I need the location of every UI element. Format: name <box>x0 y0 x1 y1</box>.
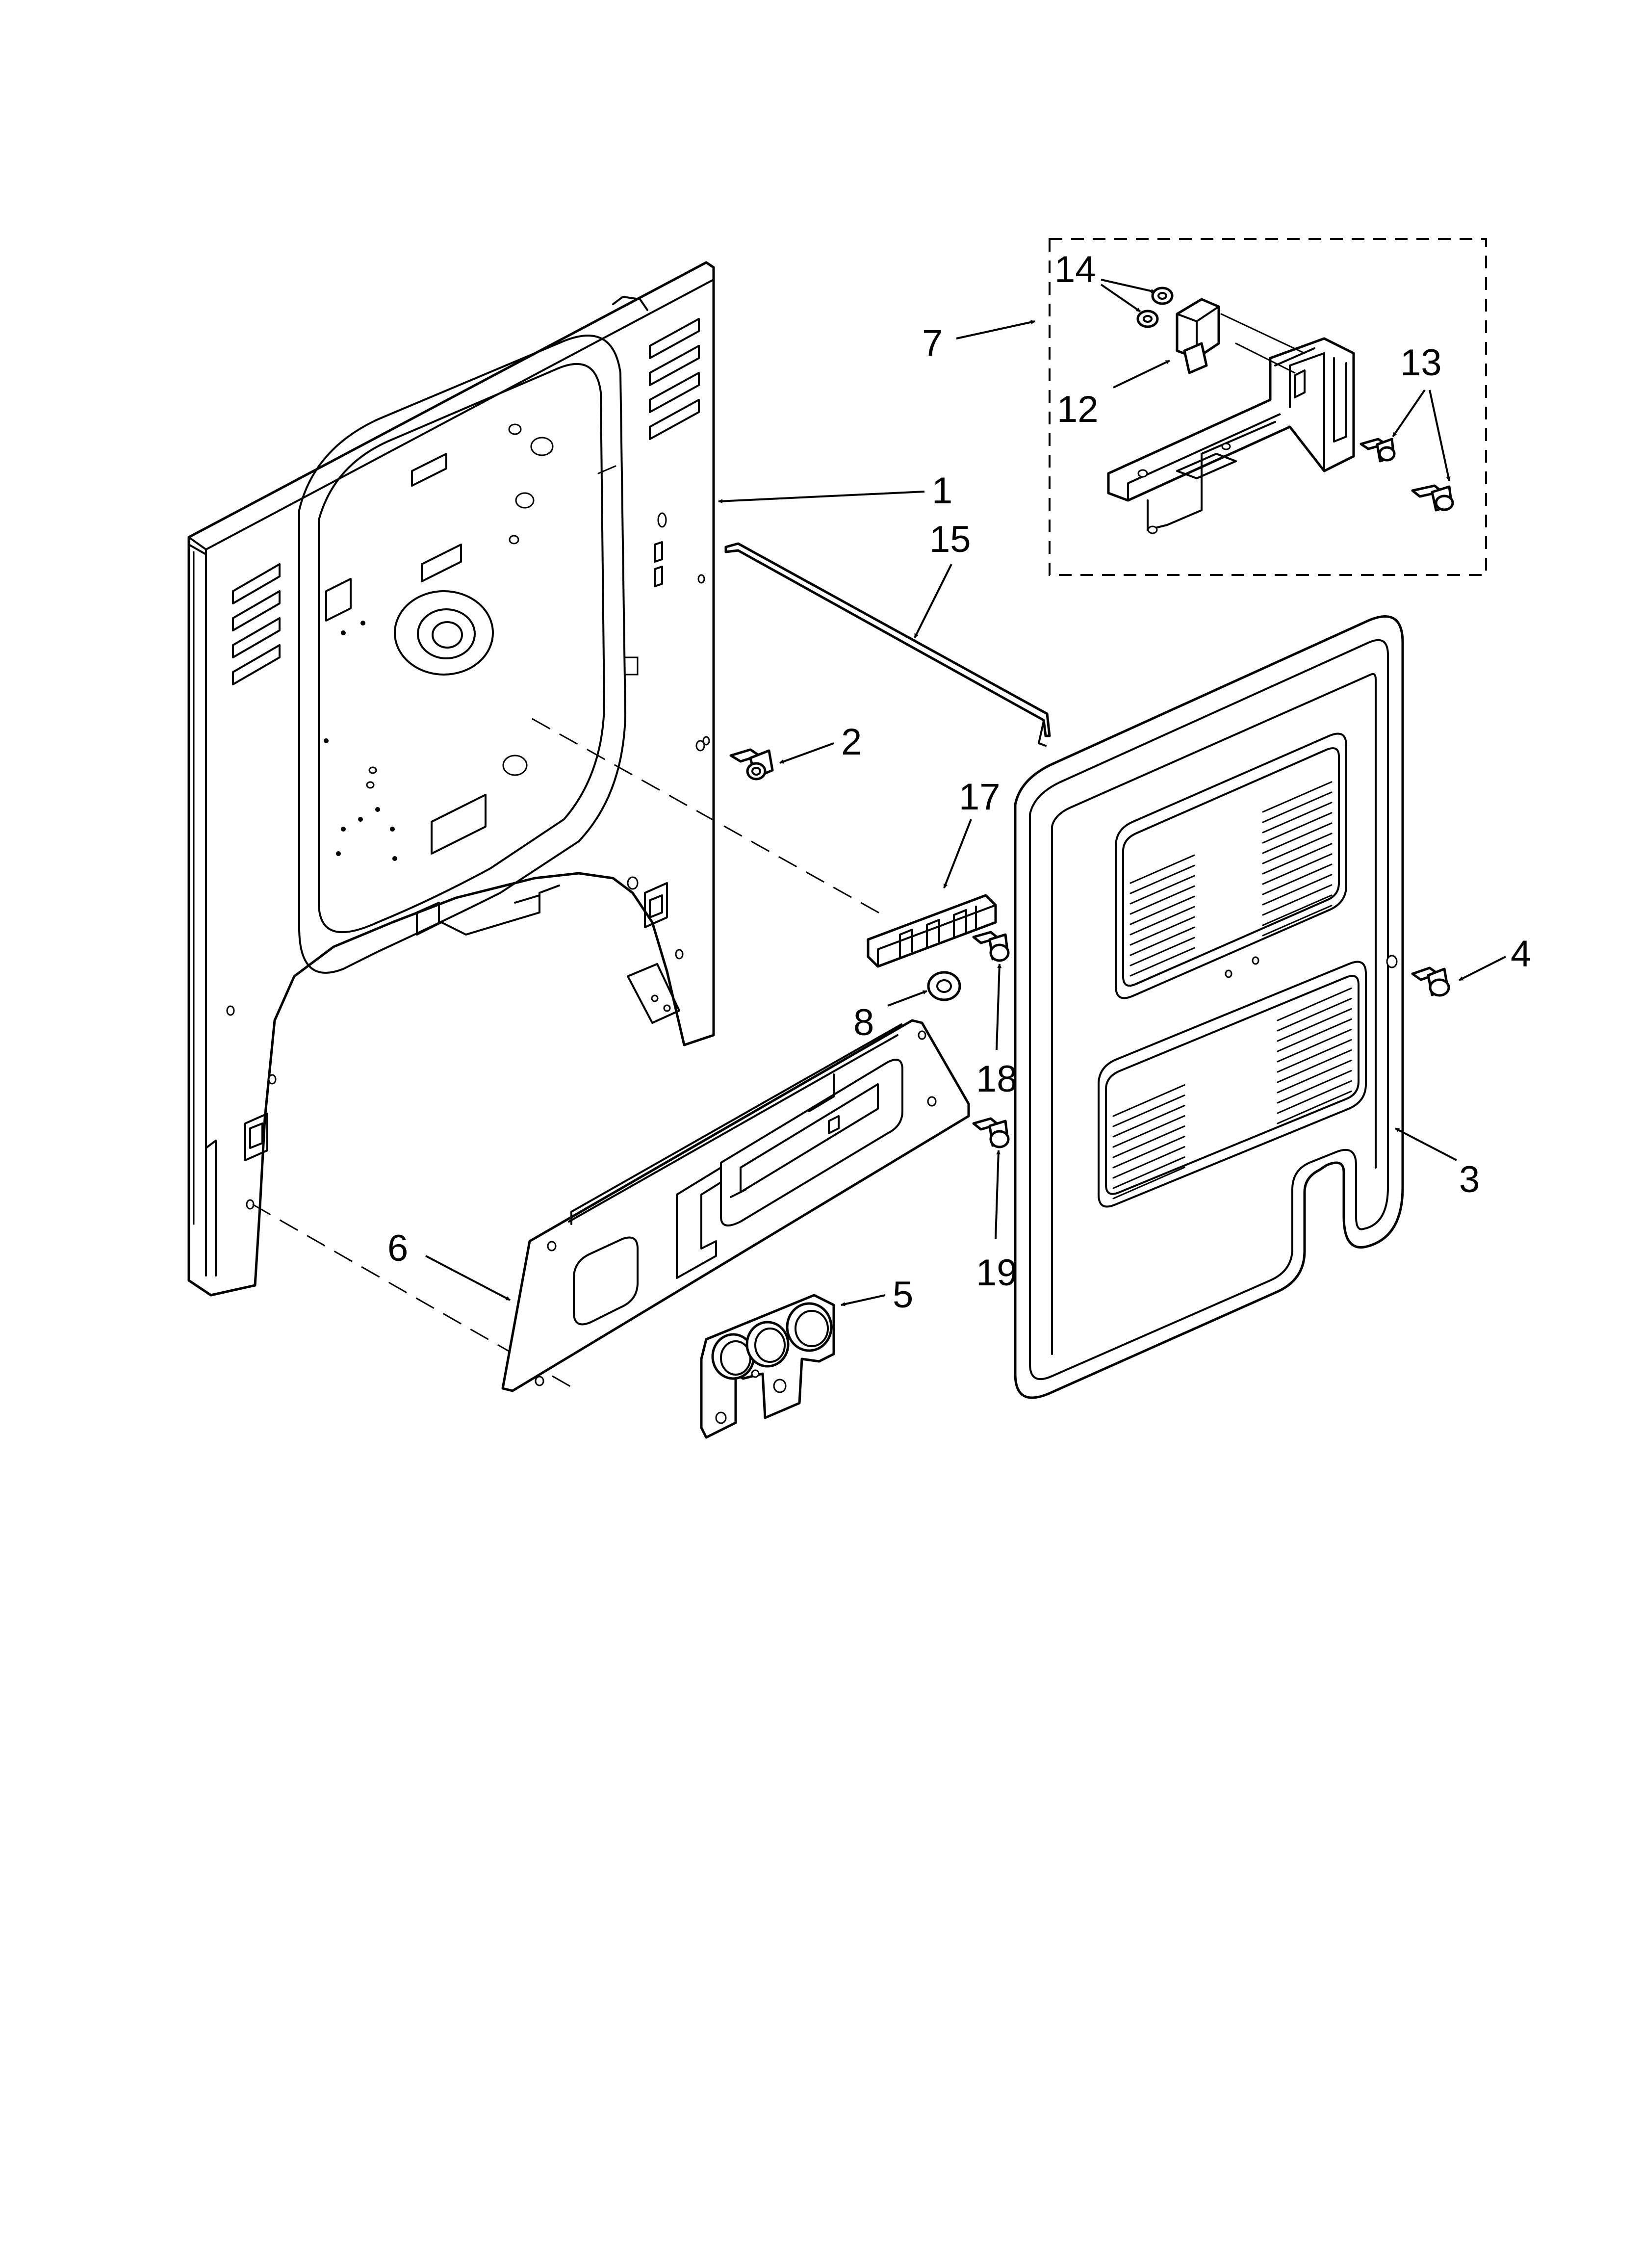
leader-2 <box>779 742 834 764</box>
screw-part-2 <box>695 740 774 781</box>
side-panel-part-3 <box>1014 615 1404 1399</box>
leader-7 <box>956 320 1035 339</box>
leader-19 <box>995 1150 1001 1239</box>
louver-line <box>1262 781 1333 813</box>
leader-6 <box>425 1255 511 1301</box>
louver-line <box>1112 1136 1185 1169</box>
louver-line <box>1277 1008 1352 1042</box>
louver-line <box>1277 987 1352 1021</box>
louver-line <box>1262 812 1333 844</box>
callout-14: 14 <box>1054 249 1096 290</box>
louver-line <box>1129 947 1195 977</box>
bracket-plate-part-6 <box>501 1019 970 1392</box>
callout-12: 12 <box>1057 389 1099 430</box>
side-panel-louvers <box>1112 781 1352 1199</box>
louver-line <box>1129 895 1195 925</box>
louver-line <box>1129 916 1195 946</box>
louver-line <box>1262 853 1333 885</box>
louver-line <box>1129 885 1195 915</box>
louver-line <box>1112 1146 1185 1179</box>
louver-line <box>1112 1115 1185 1148</box>
louver-line <box>1112 1084 1185 1117</box>
screw-part-18 <box>972 931 1010 962</box>
louver-line <box>1129 926 1195 956</box>
callout-6: 6 <box>387 1227 408 1269</box>
louver-line <box>1129 957 1195 987</box>
rear-frame-part-1 <box>187 261 715 1297</box>
louver-line <box>1262 791 1333 823</box>
louver-line <box>1129 875 1195 905</box>
assembly-box-part-7 <box>1049 238 1487 576</box>
louver-line <box>1277 1069 1352 1104</box>
callout-labels: 1 2 3 4 5 6 7 8 12 13 14 15 17 18 19 <box>387 249 1531 1316</box>
louver-line <box>1277 997 1352 1032</box>
screws-part-13 <box>1360 438 1454 512</box>
louver-line <box>1262 833 1333 864</box>
louver-line <box>1112 1095 1185 1127</box>
screw-part-4 <box>1411 966 1450 997</box>
callout-7: 7 <box>922 322 943 364</box>
screw-part-19 <box>972 1117 1010 1148</box>
louver-line <box>1262 905 1333 937</box>
louver-line <box>1277 1039 1352 1073</box>
louver-line <box>1112 1125 1185 1158</box>
leader-13a <box>1392 389 1426 438</box>
callout-leaders <box>425 279 1506 1306</box>
louver-line <box>1129 864 1195 894</box>
louver-line <box>1277 1080 1352 1114</box>
callout-3: 3 <box>1459 1159 1480 1200</box>
callout-8: 8 <box>853 1002 874 1043</box>
louver-line <box>1277 1090 1352 1124</box>
switch-plate-part-5 <box>700 1294 835 1439</box>
leader-17 <box>943 819 972 888</box>
leader-18 <box>996 964 1002 1050</box>
louver-line <box>1112 1167 1185 1199</box>
louver-line <box>1262 884 1333 916</box>
louver-line <box>1262 863 1333 895</box>
alignment-line-upper <box>532 718 883 916</box>
leader-15 <box>914 564 952 638</box>
callout-19: 19 <box>976 1252 1018 1294</box>
terminal-block-part-17 <box>867 894 997 968</box>
leader-3 <box>1395 1127 1457 1161</box>
callout-18: 18 <box>976 1058 1018 1100</box>
nut-part-8 <box>927 971 961 1001</box>
callout-13: 13 <box>1400 342 1442 384</box>
leader-4 <box>1459 956 1506 981</box>
louver-line <box>1112 1156 1185 1189</box>
louver-line <box>1112 1105 1185 1138</box>
leader-13b <box>1429 390 1451 481</box>
callout-5: 5 <box>893 1274 913 1316</box>
switch-part-12 <box>1176 298 1220 374</box>
louver-line <box>1262 874 1333 906</box>
louver-line <box>1277 1059 1352 1094</box>
louver-line <box>1262 843 1333 875</box>
leader-1 <box>718 491 925 504</box>
leader-14a <box>1101 279 1155 293</box>
leader-8 <box>887 990 927 1007</box>
louver-line <box>1262 822 1333 854</box>
louver-line <box>1277 1049 1352 1083</box>
callout-15: 15 <box>929 519 971 560</box>
rod-part-15 <box>724 542 1051 747</box>
callout-1: 1 <box>932 470 952 512</box>
leader-5 <box>841 1294 886 1306</box>
leader-12 <box>1113 360 1170 389</box>
callout-4: 4 <box>1511 933 1531 975</box>
louver-line <box>1262 894 1333 926</box>
louver-line <box>1129 906 1195 936</box>
louver-line <box>1277 1028 1352 1063</box>
mounting-bracket-assembly <box>1107 313 1355 534</box>
louver-line <box>1262 802 1333 834</box>
callout-2: 2 <box>841 721 862 763</box>
louver-line <box>1277 1018 1352 1052</box>
nuts-part-14 <box>1136 287 1174 328</box>
louver-line <box>1129 854 1195 884</box>
louver-line <box>1129 937 1195 966</box>
leader-14b <box>1100 284 1141 313</box>
callout-17: 17 <box>959 776 1001 818</box>
